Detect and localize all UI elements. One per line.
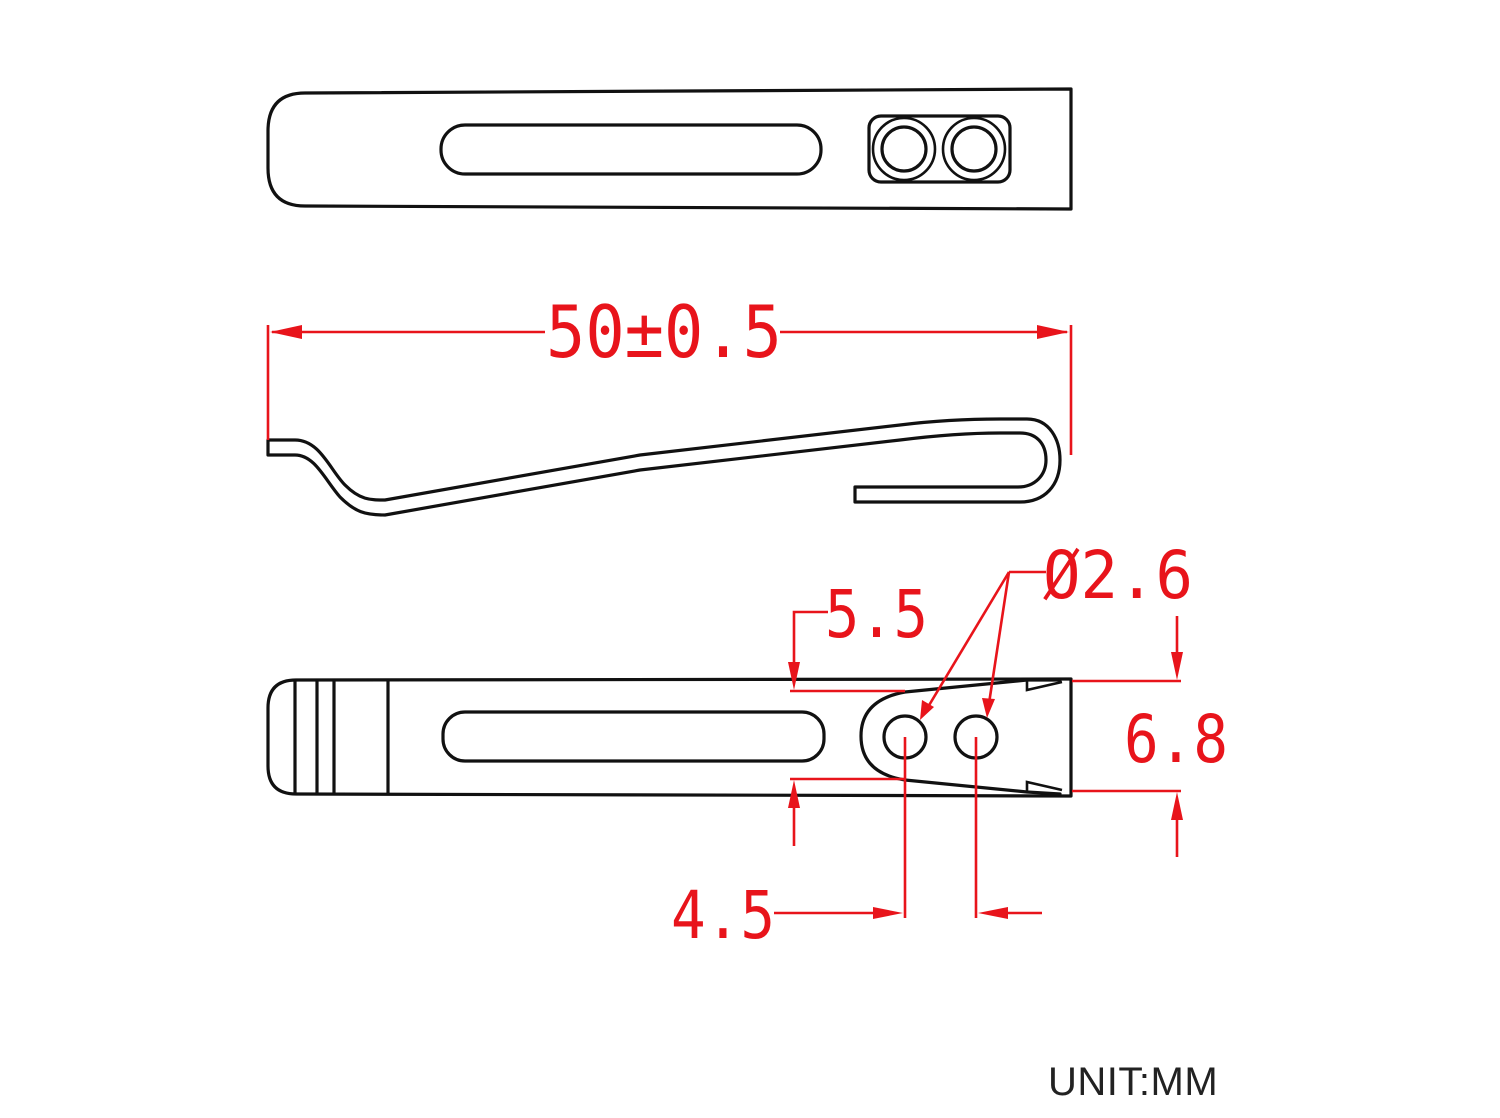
spacing-arrow-right-icon [873,907,903,919]
top-view-hole-1-inner [880,125,928,173]
bottom-view-bevel-top [1025,680,1063,692]
hole-diameter-dimension: Ø2.6 [920,537,1193,720]
arrow-left-icon [270,325,302,339]
top-view-hole-2-outer [941,116,1007,182]
overall-length-label: 50±0.5 [546,290,782,374]
overall-length-dimension: 50±0.5 [266,290,1073,455]
clip-width-label: 6.8 [1124,701,1228,778]
hole-diameter-label: Ø2.6 [1043,537,1193,614]
bottom-view-bevel-bottom [1025,780,1063,792]
spacing-arrow-left-icon [978,907,1008,919]
leader-line-hole-2 [986,571,1011,711]
side-profile-outline [266,417,1062,517]
top-view [266,87,1073,211]
bottom-view [266,677,1073,798]
top-view-outline [266,87,1073,211]
side-profile-view [266,417,1062,517]
offset-leader [792,610,828,680]
clip-width-dimension: 6.8 [1072,616,1228,857]
top-view-hole-2-inner [950,125,998,173]
bottom-view-slot [441,710,826,763]
width-arrow-down-icon [1171,652,1183,680]
top-view-slot [439,123,823,176]
hole-offset-label: 5.5 [825,576,928,653]
offset-arrow-up-icon [788,780,800,808]
arrow-right-icon [1037,325,1069,339]
width-arrow-up-icon [1171,792,1183,820]
hole-offset-dimension: 5.5 [788,576,928,846]
bottom-view-tab [859,678,1062,796]
leader-line-hole-1 [923,571,1011,713]
top-view-screw-plate [867,114,1012,184]
unit-label: UNIT:MM [1048,1060,1219,1104]
leader-arrow-1-icon [920,700,934,720]
top-view-hole-1-outer [871,116,937,182]
hole-spacing-dimension: 4.5 [671,737,1042,954]
offset-arrow-down-icon [788,662,800,690]
leader-arrow-2-icon [982,698,995,718]
hole-spacing-label: 4.5 [671,877,775,954]
